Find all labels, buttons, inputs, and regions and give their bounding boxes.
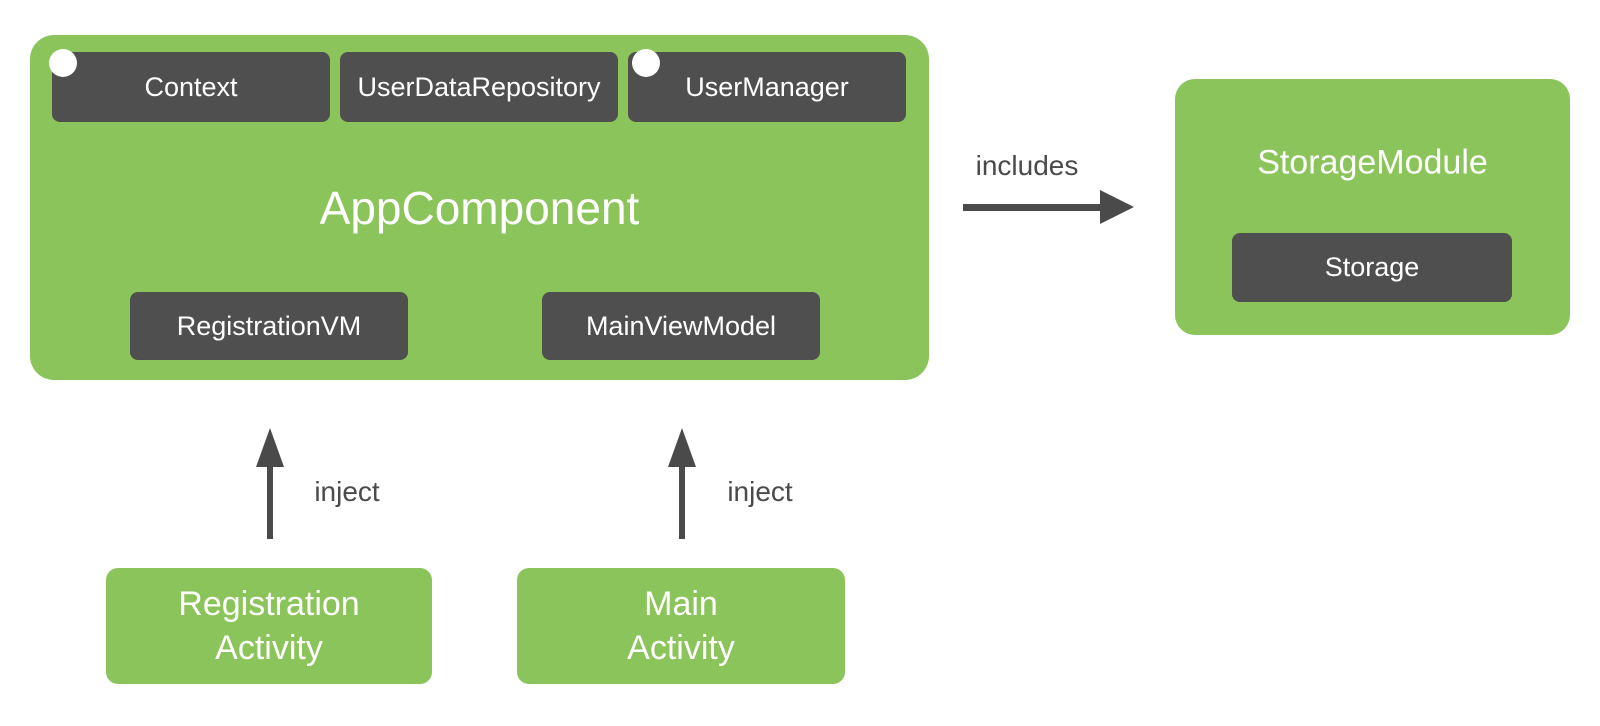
node-context: Context [52, 52, 330, 122]
inject-arrow-head-icon [668, 428, 696, 467]
inject-arrow-shaft [267, 462, 273, 539]
includes-label: includes [975, 150, 1079, 181]
inject-arrow-head-icon [256, 428, 284, 467]
node-user-manager: UserManager [628, 52, 906, 122]
registration-activity-box: Registration Activity [106, 568, 432, 684]
node-storage-label: Storage [1324, 252, 1420, 282]
registration-activity-label: Registration Activity [178, 585, 360, 667]
node-user-manager-label: UserManager [685, 71, 849, 102]
node-main-view-model: MainViewModel [542, 292, 820, 360]
scope-dot-icon [632, 49, 660, 77]
node-main-view-model-label: MainViewModel [585, 310, 777, 341]
app-component-title: AppComponent [319, 181, 640, 234]
main-activity-label: Main Activity [627, 585, 735, 667]
inject-arrow-shaft [679, 462, 685, 539]
includes-arrow-shaft [963, 204, 1103, 211]
node-registration-vm: RegistrationVM [130, 292, 408, 360]
inject-label-main: inject [727, 476, 793, 507]
storage-module-box: StorageModule Storage [1175, 79, 1570, 335]
node-user-data-repository: UserDataRepository [340, 52, 618, 122]
app-component-box: Context UserDataRepository UserManager A… [30, 35, 929, 380]
node-user-data-repository-label: UserDataRepository [357, 71, 601, 102]
node-storage: Storage [1232, 233, 1512, 302]
scope-dot-icon [49, 49, 77, 77]
node-context-label: Context [144, 71, 238, 102]
inject-label-registration: inject [314, 476, 380, 507]
main-activity-box: Main Activity [517, 568, 845, 684]
storage-module-title: StorageModule [1257, 143, 1488, 182]
includes-arrow-head-icon [1100, 190, 1134, 224]
node-registration-vm-label: RegistrationVM [176, 310, 362, 341]
